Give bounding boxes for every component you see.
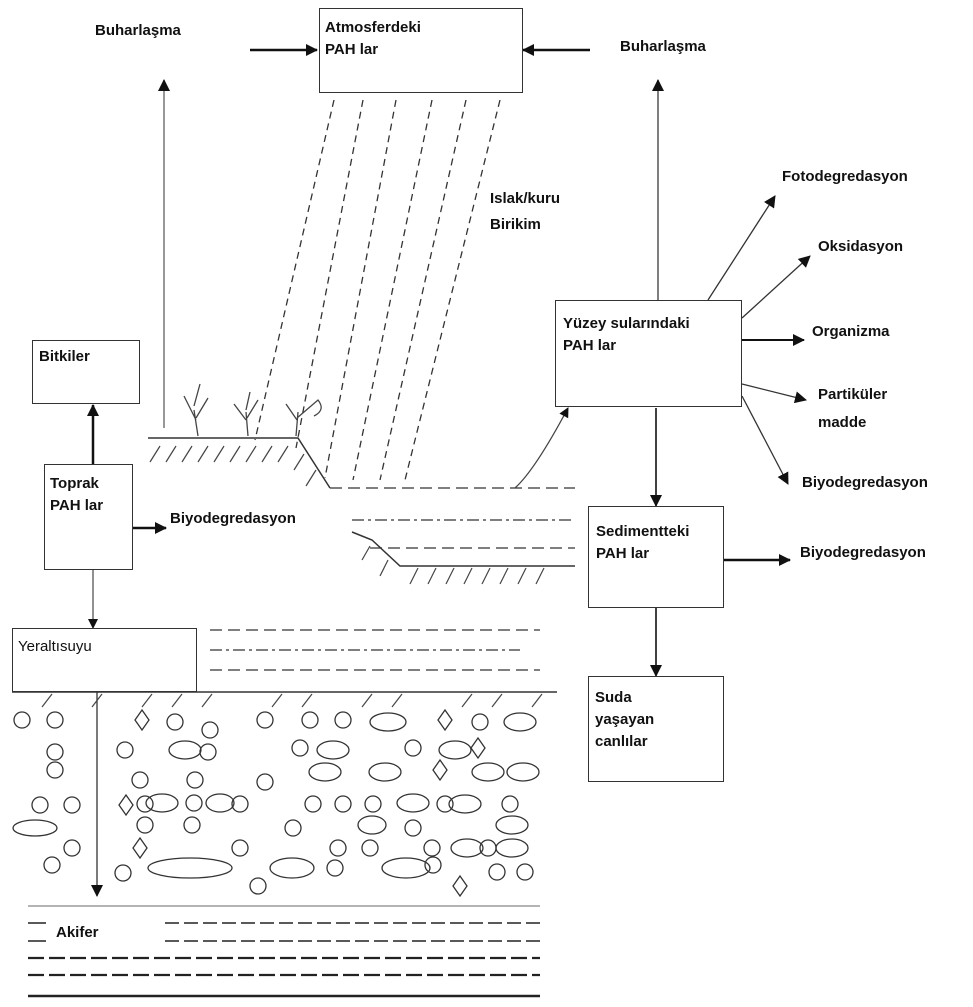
surface-water-pah-box: Yüzey sularındaki PAH lar: [555, 300, 742, 407]
aquifer-lines: [28, 905, 540, 998]
particulate-label-line2: madde: [818, 414, 867, 431]
atmosphere-box-line2: PAH lar: [325, 41, 379, 58]
ground-hatching: [41, 693, 543, 708]
groundwater-box-label: Yeraltısuyu: [18, 638, 92, 655]
aquatic-organisms-box: Suda yaşayan canlılar: [588, 676, 724, 782]
evaporation-left-label: Buharlaşma: [95, 22, 181, 39]
plants-box-label: Bitkiler: [39, 348, 90, 365]
sediment-pah-box: Sedimentteki PAH lar: [588, 506, 724, 608]
soil-pah-box: Toprak PAH lar: [44, 464, 133, 570]
organism-label: Organizma: [812, 323, 890, 340]
particulate-label-line1: Partiküler: [818, 386, 888, 403]
deposition-lines: [254, 99, 501, 481]
oxidation-arrow: [741, 255, 811, 319]
surface-water-box-line2: PAH lar: [563, 337, 617, 354]
photodegradation-arrow: [707, 195, 776, 301]
biodegradation-soil-label: Biyodegredasyon: [170, 510, 296, 527]
soil-hatching: [149, 445, 317, 487]
soil-box-line1: Toprak: [50, 475, 99, 492]
aquifer-label: Akifer: [56, 924, 99, 941]
aquatic-box-line2: yaşayan: [595, 711, 655, 728]
water-surface-lines: [330, 487, 575, 549]
atmosphere-pah-box: Atmosferdeki PAH lar: [319, 8, 523, 93]
groundwater-box: Yeraltısuyu: [12, 628, 197, 692]
sediment-box-line2: PAH lar: [596, 545, 650, 562]
soil-particles: [12, 708, 540, 898]
soil-surface-line: [148, 437, 331, 489]
deposition-label-line1: Islak/kuru: [490, 190, 561, 207]
evaporation-right-label: Buharlaşma: [620, 38, 706, 55]
photodegradation-label: Fotodegredasyon: [782, 168, 908, 185]
sediment-box-line1: Sedimentteki: [596, 523, 690, 540]
biodegradation-sediment-label: Biyodegredasyon: [800, 544, 926, 561]
groundwater-lines: [210, 629, 540, 671]
atmosphere-box-line1: Atmosferdeki: [325, 19, 421, 36]
water-to-surface-box-arrow: [514, 407, 569, 489]
plants-box: Bitkiler: [32, 340, 140, 404]
sediment-bank-line: [351, 531, 575, 567]
plant-shrubs: [183, 383, 322, 437]
aquatic-box-line1: Suda: [595, 689, 632, 706]
particulate-arrow: [741, 383, 807, 404]
oxidation-label: Oksidasyon: [818, 238, 904, 255]
sediment-hatching: [361, 545, 545, 585]
surface-water-box-line1: Yüzey sularındaki: [563, 315, 690, 332]
deposition-label-line2: Birikim: [490, 216, 541, 233]
biodegradation-water-label: Biyodegredasyon: [802, 474, 928, 491]
aquatic-box-line3: canlılar: [595, 733, 648, 750]
soil-box-line2: PAH lar: [50, 497, 104, 514]
biodegradation-water-arrow: [741, 395, 789, 485]
